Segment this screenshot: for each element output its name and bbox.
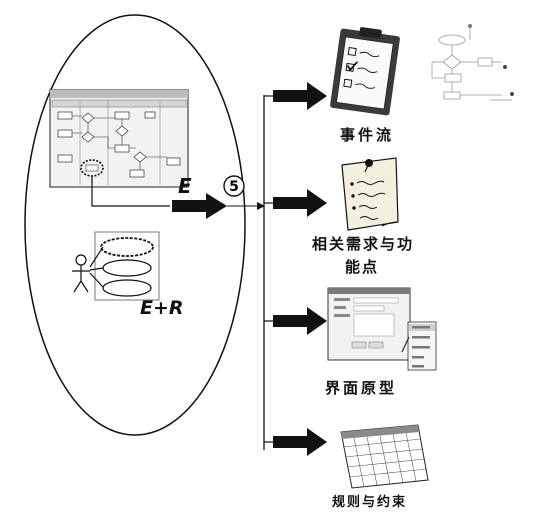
- trace-line: [91, 176, 170, 207]
- label-requirements-line1: 相关需求与功: [312, 235, 415, 253]
- label-e-plus-r: E+R: [140, 297, 184, 319]
- dot-icon: [503, 65, 507, 69]
- scope-ellipse: [24, 14, 246, 436]
- clipboard-icon: [330, 27, 400, 116]
- actor-icon: [72, 246, 104, 293]
- arrow-icon: [273, 82, 327, 456]
- step-number: 5: [229, 179, 239, 195]
- faint-flowchart-icon: [431, 28, 512, 101]
- main-arrow-icon: [172, 193, 265, 219]
- calendar-grid-icon: [340, 424, 429, 489]
- flowchart-icon: [49, 89, 189, 188]
- label-event-flow: 事件流: [340, 126, 395, 144]
- form-window-icon: [327, 287, 437, 371]
- label-ui-prototype: 界面原型: [325, 379, 398, 397]
- use-case-ellipse-icon: [94, 231, 160, 301]
- note-paper-icon: [341, 157, 399, 231]
- dot-icon: [468, 24, 472, 28]
- label-requirements-line2: 能点: [345, 258, 380, 276]
- dot-icon: [510, 92, 514, 96]
- label-e: E: [178, 174, 192, 198]
- step-badge: [223, 175, 245, 197]
- label-rules-constraints: 规则与约束: [332, 495, 408, 510]
